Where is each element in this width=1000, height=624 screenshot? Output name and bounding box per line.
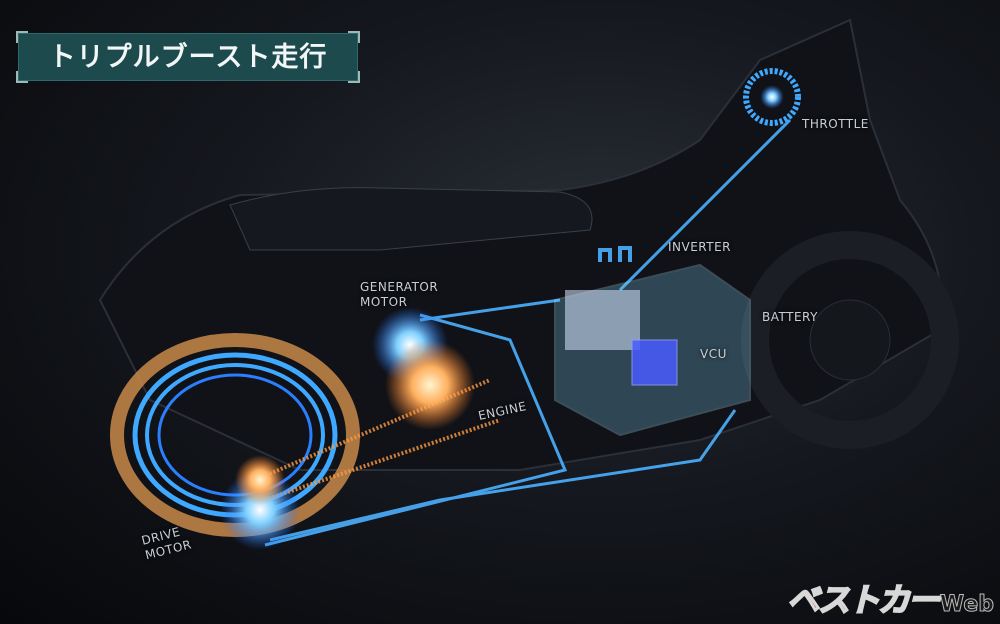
- vcu-module: [631, 339, 678, 386]
- bestcar-web-logo: ベストカー Web: [786, 581, 994, 619]
- label-line: GENERATOR: [360, 280, 439, 294]
- label-inverter: INVERTER: [668, 240, 732, 254]
- throttle-glow: [743, 68, 801, 126]
- engine-glow: [385, 340, 475, 430]
- logo-main: ベストカー: [786, 581, 941, 619]
- logo-suffix: Web: [939, 592, 994, 617]
- seat: [229, 187, 593, 251]
- label-line: MOTOR: [360, 295, 408, 309]
- title-text: トリプルブースト走行: [48, 41, 328, 73]
- label-generator-motor: GENERATOR MOTOR: [360, 280, 438, 310]
- label-battery: BATTERY: [762, 310, 818, 324]
- label-throttle: THROTTLE: [802, 117, 869, 131]
- label-vcu: VCU: [700, 347, 727, 361]
- power-lines: [264, 118, 792, 547]
- front-wheel: [741, 231, 959, 449]
- title-banner: トリプルブースト走行: [16, 31, 360, 83]
- battery-inverter-box: [554, 263, 751, 437]
